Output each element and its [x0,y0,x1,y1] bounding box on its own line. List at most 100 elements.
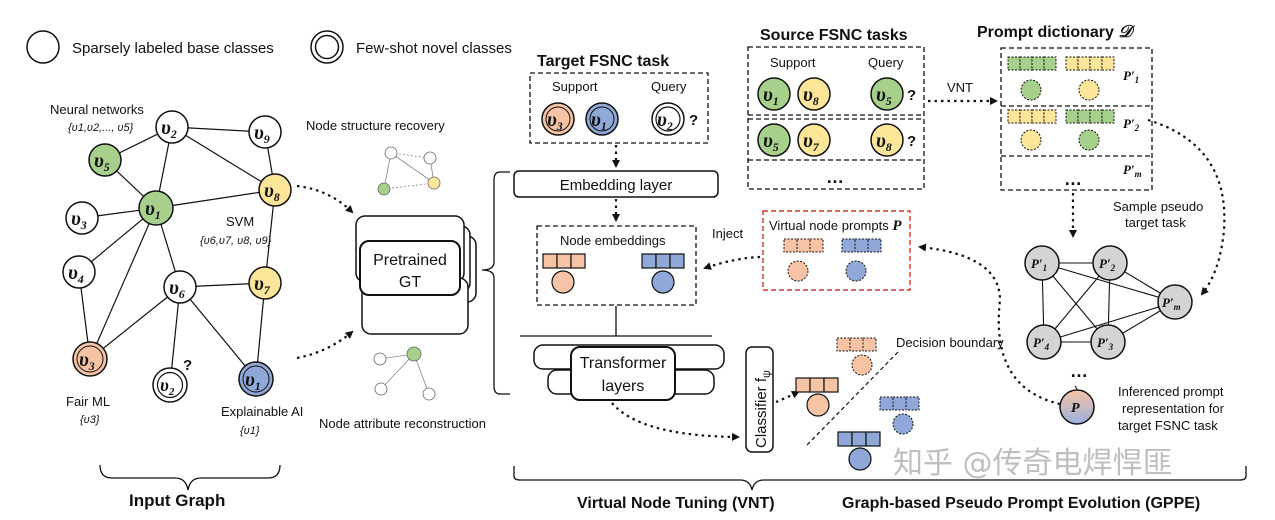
gt-label: GT [399,274,421,291]
gppe-node-p4: P′4 [1026,324,1062,360]
virtual-prompt-blue [841,238,882,282]
decision-boundary-label: Decision boundary [896,335,1004,350]
node-u4: υ4 [62,255,96,289]
node-u2: υ2 [155,110,189,144]
dictionary-entry-1-green [1007,56,1057,101]
vnt-left-bracket [481,171,510,395]
svg-text:P: P [1071,401,1080,416]
arrow-p2-to-pm [1147,118,1226,296]
svg-text:υ1: υ1 [145,198,161,222]
attribute-mini-graph [373,346,436,401]
bottom-brace [513,466,1247,491]
node-u1: υ1 [138,190,174,226]
output-orange-prompt [836,337,877,376]
transformer-box [570,346,676,401]
label-svm: SVM [226,214,254,229]
dictionary-pm-label: P′m [1123,162,1142,179]
arrow-graph-to-gt-top [296,184,354,214]
target-support-u3: υ3 [541,102,575,136]
node-u7: υ7 [248,266,282,300]
source-task1-question: ? [907,87,916,104]
node-attribute-reconstruction-label: Node attribute reconstruction [319,416,486,431]
watermark: 知乎 @传奇电焊悍匪 [893,446,1173,481]
legend-novel-label: Few-shot novel classes [356,40,512,57]
svg-text:υ6: υ6 [169,277,185,301]
source-task1-u1: υ1 [757,77,791,111]
inject-label: Inject [712,226,743,241]
node-u6: υ6 [163,270,197,304]
label-neural-networks-set: {υ1,υ2,..., υ5} [68,122,134,134]
svg-text:υ2: υ2 [657,109,673,133]
arrow-classifier-to-output [775,391,800,404]
legend-base-circle [26,30,60,64]
dictionary-p2-label: P′2 [1123,116,1140,133]
vnt-title: Virtual Node Tuning (VNT) [577,495,775,512]
legend-base-label: Sparsely labeled base classes [72,40,274,57]
svg-text:υ5: υ5 [763,130,779,154]
svg-text:υ8: υ8 [876,130,892,154]
vnt-arrow-label: VNT [947,80,973,95]
svg-text:υ2: υ2 [161,117,177,141]
gppe-title: Graph-based Pseudo Prompt Evolution (GPP… [842,495,1200,512]
arrow-inject [703,255,761,270]
svg-text:P′4: P′4 [1033,335,1050,352]
svg-text:υ5: υ5 [876,84,892,108]
classifier-label: Classifier fψ [753,370,773,448]
target-task-title: Target FSNC task [537,53,669,70]
gppe-node-p2: P′2 [1092,245,1128,281]
gppe-edge-to-p [1074,385,1078,390]
arrow-graph-to-gt-bottom [296,330,354,360]
pretrained-gt-stack: Pretrained GT [355,215,477,335]
label-fair-ml: Fair ML [66,394,110,409]
svg-text:υ3: υ3 [79,349,95,373]
target-query-question: ? [689,112,698,129]
svg-text:υ9: υ9 [254,122,270,146]
structure-mini-graph [377,146,441,196]
source-task2-u7: υ7 [797,123,831,157]
embedding-blue [641,253,685,294]
node-embeddings-label: Node embeddings [560,233,666,248]
legend: Sparsely labeled base classes Few-shot n… [26,30,512,64]
gppe-node-pm: P′m [1157,284,1193,320]
svg-text:P′1: P′1 [1031,256,1047,273]
target-support-label: Support [552,79,598,94]
decision-boundary-line [806,351,899,446]
label-explainable-ai-set: {υ1} [240,425,260,437]
target-support-u1: υ1 [585,102,619,136]
label-svm-set: {υ6,υ7, υ8, υ9} [200,235,272,247]
layers-label: layers [602,378,645,395]
node-u5: υ5 [88,143,122,177]
output-blue-prompt [879,396,920,435]
input-graph-brace [99,464,281,491]
svg-text:υ5: υ5 [94,150,110,174]
svg-text:υ4: υ4 [68,262,84,286]
svg-text:υ7: υ7 [803,130,820,154]
dictionary-dots: … [1064,169,1082,189]
transformer-stack: Transformer layers [533,344,725,401]
svg-text:P′m: P′m [1162,295,1181,312]
target-query-label: Query [651,79,687,94]
node-u9: υ9 [248,115,282,149]
virtual-prompt-orange [783,238,824,282]
source-query-label: Query [868,55,904,70]
label-neural-networks: Neural networks [50,102,144,117]
node-u3-white: υ3 [65,201,99,235]
svg-text:υ1: υ1 [591,109,607,133]
svg-text:υ8: υ8 [264,180,280,204]
svg-text:υ1: υ1 [245,369,261,393]
embedding-layer-box [513,170,719,198]
embedding-orange [542,253,586,294]
graph-question-mark: ? [183,357,192,374]
sample-pseudo-label: Sample pseudo [1113,199,1203,214]
source-dots: … [826,167,844,187]
classifier-box [745,346,774,453]
graph-nodes: υ2 υ5 υ1 υ3 υ9 υ8 υ4 υ6 [62,110,292,403]
prompt-dictionary-title: Prompt dictionary 𝒟 [977,22,1135,41]
node-u3-orange: υ3 [72,341,108,377]
source-support-label: Support [770,55,816,70]
label-fair-ml-set: {υ3} [80,414,100,426]
svg-text:υ1: υ1 [763,84,779,108]
source-task1-u8: υ8 [797,77,831,111]
output-orange-embedding [795,377,839,417]
